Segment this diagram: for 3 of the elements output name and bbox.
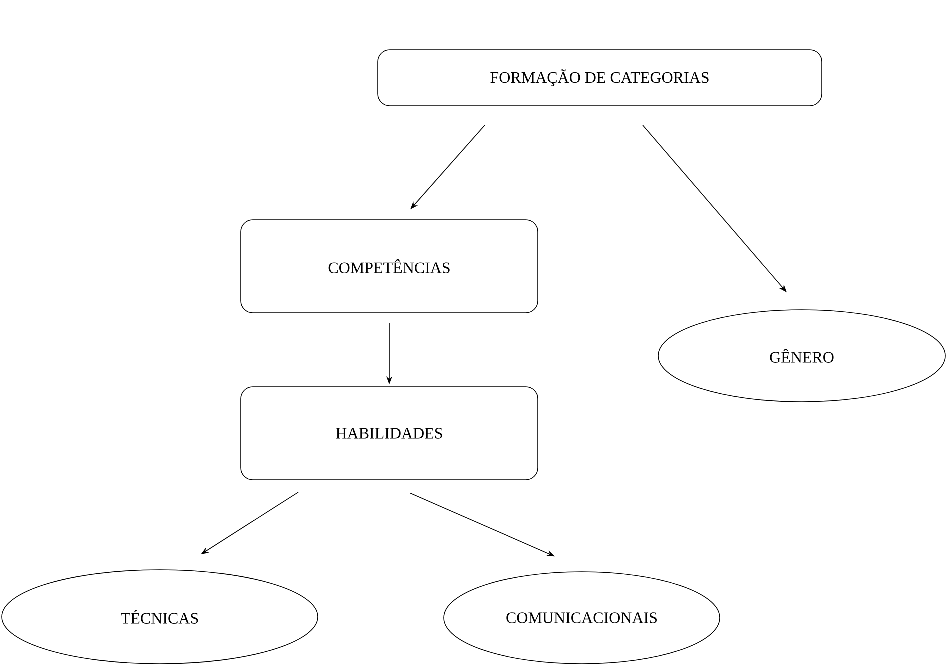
process-box: FORMAÇÃO DE CATEGORIAS (378, 50, 822, 106)
process-box: COMPETÊNCIAS (240, 220, 538, 314)
process-box: HABILIDADES (240, 386, 538, 480)
